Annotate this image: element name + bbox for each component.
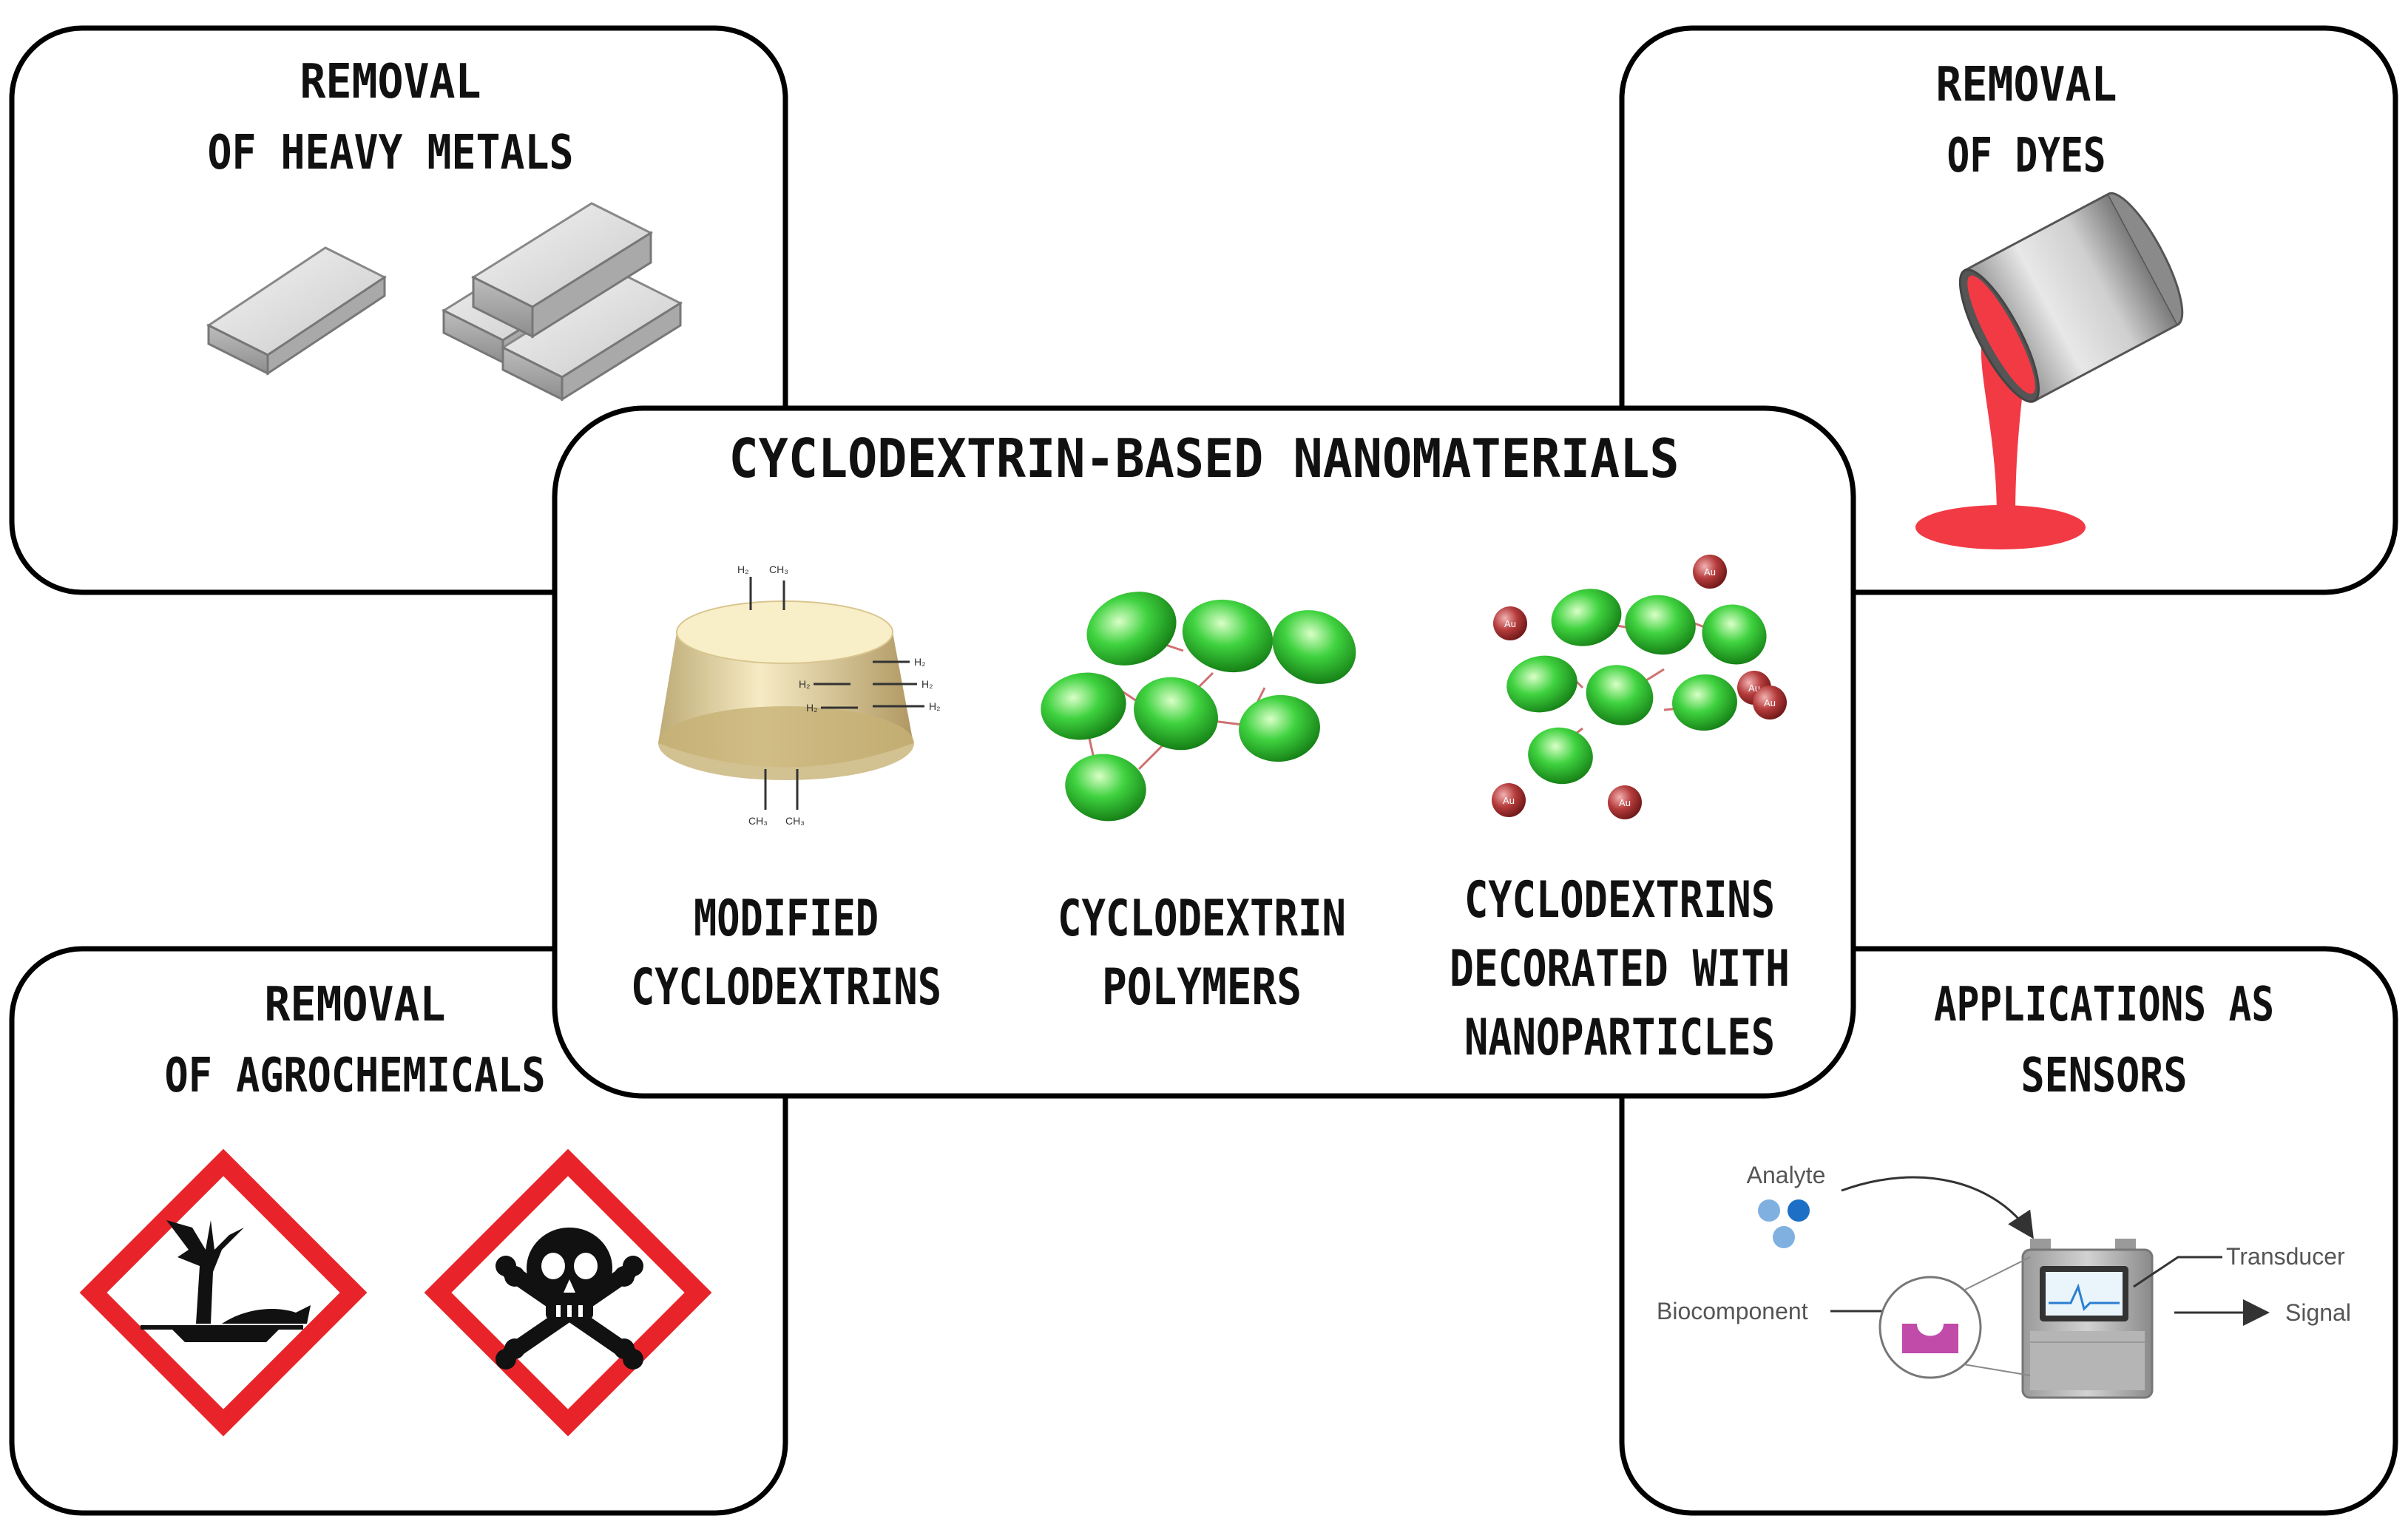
cd-ring [1625,595,1696,655]
analyte-dot [1758,1199,1780,1222]
dyes-title-line-1: REMOVAL [1936,58,2117,112]
cd-label-side-2: H₂ [921,678,933,690]
cd-nanoparticles-illustration: Au Au Au Au Au Au [1492,555,1787,819]
panel-agrochemicals: REMOVAL OF AGROCHEMICALS [9,946,788,1516]
signal-label: Signal [2285,1299,2351,1326]
svg-text:Au: Au [1619,797,1631,808]
cd-ring [1672,674,1737,731]
cyclodextrin-polymers-label-line-2: POLYMERS [1102,958,1302,1017]
cd-ring [1702,604,1767,665]
agrochemicals-title-line-2: OF AGROCHEMICALS [165,1049,546,1103]
analyte-arrow [1841,1176,2034,1239]
modified-cyclodextrins-label-line-1: MODIFIED [694,890,879,948]
sensors-title-line-1: APPLICATIONS AS [1934,978,2274,1032]
au-nanoparticle: Au [1492,783,1526,817]
cd-nanoparticles-label-line-3: NANOPARTICLES [1464,1009,1775,1067]
cd-label-inner-2: H₂ [806,702,818,714]
cd-label-bottom-right: CH₃ [785,815,805,827]
cd-label-top-left: H₂ [737,563,749,575]
modified-cyclodextrins-label-line-2: CYCLODEXTRINS [631,958,941,1017]
cd-label-bottom-left: CH₃ [748,815,768,827]
heavy-metals-title-line-1: REMOVAL [300,55,481,109]
transducer-label: Transducer [2226,1243,2345,1270]
cyclodextrin-polymers-label-line-1: CYCLODEXTRIN [1058,890,1346,948]
cd-ring [1086,592,1177,666]
svg-text:Au: Au [1504,618,1516,629]
cd-ring [1551,589,1622,646]
cd-ring [1065,754,1146,822]
dyes-title-line-2: OF DYES [1947,129,2106,183]
environment-hazard-icon [79,1148,368,1437]
center-title: CYCLODEXTRIN-BASED NANOMATERIALS [729,427,1680,490]
au-nanoparticle: Au [1608,785,1642,819]
cd-label-side-1: H₂ [914,656,926,668]
heavy-metals-title-line-2: OF HEAVY METALS [208,126,574,180]
cd-label-inner-1: H₂ [799,678,811,690]
cyclodextrin-polymers-illustration [1041,592,1356,822]
cd-ring [1239,694,1320,762]
transducer-pointer [2133,1256,2222,1288]
toxic-skull-icon [424,1148,712,1437]
cd-ring [1506,655,1577,713]
cd-nanoparticles-label-line-2: DECORATED WITH [1450,940,1790,998]
cd-ring [1586,665,1654,725]
panel-sensors: APPLICATIONS AS SENSORS Analyte Transduc… [1619,946,2398,1516]
cd-nanoparticles-label-line-1: CYCLODEXTRINS [1464,871,1775,930]
biosensor-device-icon: Analyte Transducer Signal Biocomponent [1657,1162,2351,1399]
svg-text:Au: Au [1503,795,1515,806]
svg-text:Au: Au [1748,683,1760,694]
biocomponent-label: Biocomponent [1657,1298,1808,1324]
cd-ring [1272,610,1356,684]
metal-ingots-icon [206,202,683,402]
cd-label-side-3: H₂ [929,700,941,712]
cd-label-top-right: CH₃ [769,563,788,575]
analyte-dot [1788,1199,1810,1222]
au-nanoparticle: Au [1493,606,1527,640]
panel-dyes: REMOVAL OF DYES [1619,25,2398,595]
modified-cyclodextrin-illustration: H₂ CH₃ H₂ H₂ H₂ H₂ H₂ CH₃ CH₃ [658,563,941,827]
panel-heavy-metals: REMOVAL OF HEAVY METALS [9,25,788,595]
cd-ring [1134,677,1218,751]
cd-ring [1041,672,1126,740]
panel-center: CYCLODEXTRIN-BASED NANOMATERIALS H₂ CH₃ … [552,405,1856,1099]
analyte-dot [1773,1226,1795,1248]
svg-text:Au: Au [1704,566,1716,578]
sensors-title-line-2: SENSORS [2021,1049,2188,1103]
au-nanoparticle: Au [1693,555,1727,589]
agrochemicals-title-line-1: REMOVAL [265,978,446,1032]
au-nanoparticle: Au [1753,686,1787,720]
cd-ring [1528,727,1593,785]
svg-text:Au: Au [1764,697,1776,708]
paint-can-icon [1915,192,2184,549]
analyte-label: Analyte [1747,1162,1826,1188]
cd-ring [1182,599,1274,673]
